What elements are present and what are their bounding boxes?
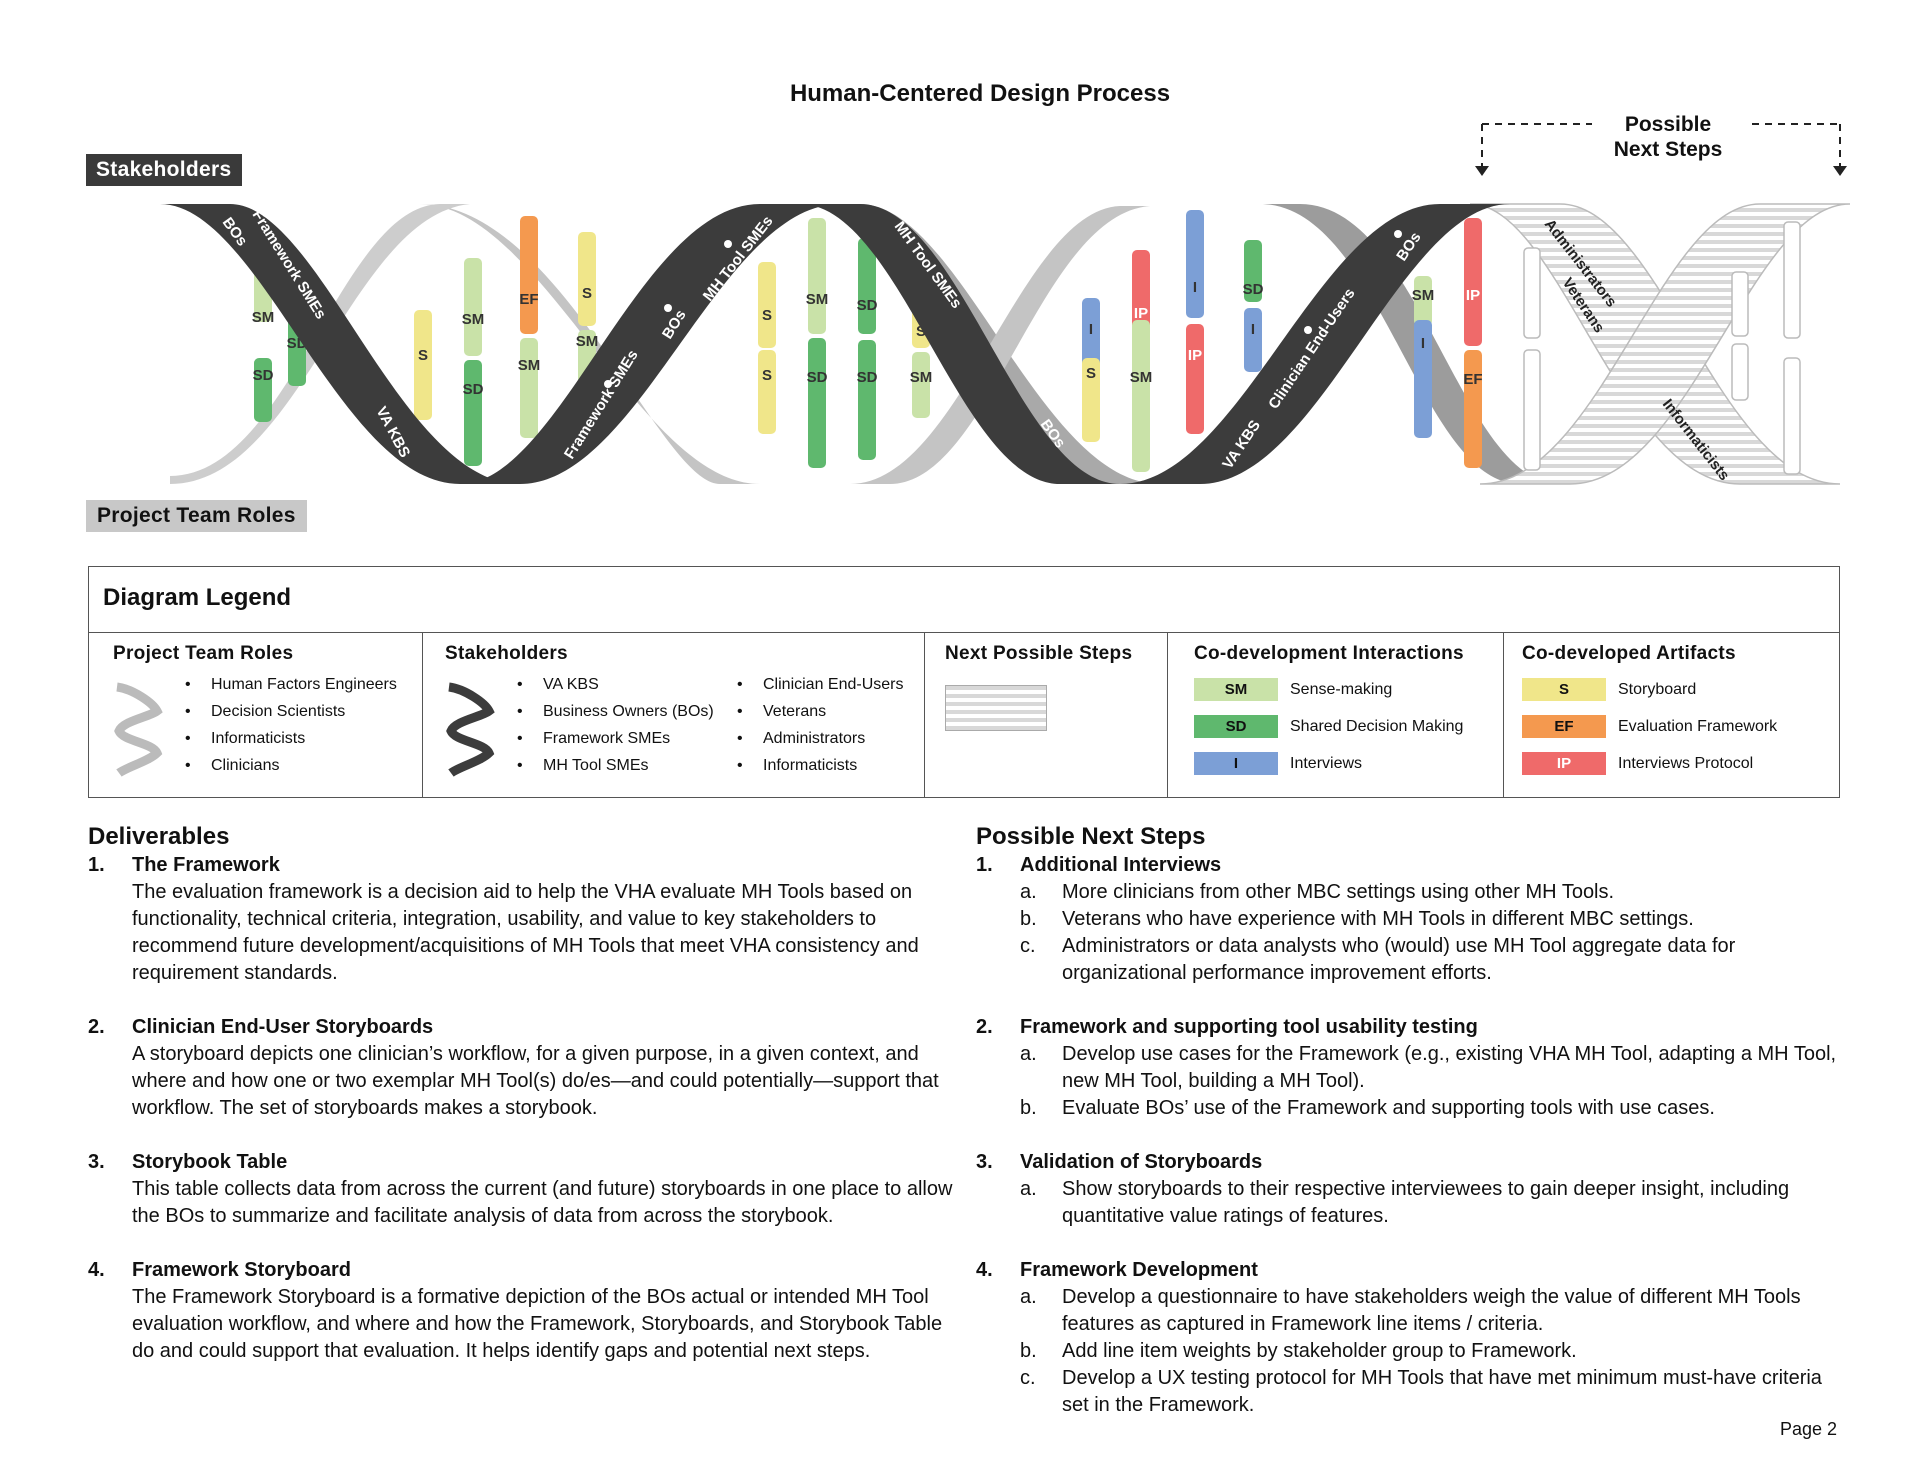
next-steps-bracket [1481,123,1841,168]
svg-text:IP: IP [1134,305,1148,322]
page-number: Page 2 [1780,1419,1838,1439]
svg-text:SM: SM [576,333,599,350]
svg-text:S: S [916,323,926,340]
next-steps-section: Possible Next Steps 1. Additional Interv… [976,822,1840,1446]
dark-strand-front [160,204,1510,484]
legend-title: Diagram Legend [89,567,1839,633]
light-helix-icon [114,682,163,777]
svg-text:SD: SD [857,369,878,386]
possible-next-steps-label: Possible Next Steps [1613,113,1723,161]
dark-helix-icon [446,682,495,777]
svg-text:SM: SM [910,369,933,386]
project-team-roles-tab: Project Team Roles [86,500,307,532]
svg-text:SM: SM [806,291,829,308]
striped-swatch [945,685,1047,731]
svg-text:S: S [1086,365,1096,382]
rungs: SM SD SD S SM SD EF SM S SM S S SM SD SD SD S SM… [252,210,1483,472]
svg-text:EF: EF [519,291,538,308]
svg-text:S: S [762,367,772,384]
svg-text:SM: SM [518,357,541,374]
svg-text:SM: SM [462,311,485,328]
next-step-item: 4. Framework Development a.Develop a que… [976,1259,1822,1416]
svg-text:SD: SD [253,367,274,384]
svg-text:SM: SM [1412,287,1435,304]
deliverables-heading: Deliverables [88,823,230,850]
legend-stakeholders: Stakeholders VA KBS Business Owners (BOs… [423,633,925,797]
next-step-item: 3. Validation of Storyboards a.Show stor… [976,1151,1790,1227]
strand-markers [604,230,1402,388]
svg-text:I: I [1421,335,1425,352]
next-steps-heading: Possible Next Steps [976,823,1206,850]
stakeholders-tab: Stakeholders [86,154,242,186]
svg-text:I: I [1193,279,1197,296]
bracket-arrows [1475,166,1847,176]
next-steps-strand [1469,203,1851,485]
next-step-item: 2. Framework and supporting tool usabili… [976,1016,1837,1119]
svg-text:SD: SD [1243,281,1264,298]
svg-text:IP: IP [1466,287,1480,304]
next-step-item: 1. Additional Interviews a.More clinicia… [976,854,1736,984]
svg-text:IP: IP [1188,347,1202,364]
legend-next-possible-steps: Next Possible Steps [925,633,1168,797]
svg-text:SD: SD [807,369,828,386]
dna-helix-diagram: SM SD SD S SM SD EF SM S SM S S SM SD SD SD S SM… [160,123,1851,485]
svg-text:SM: SM [1130,369,1153,386]
svg-text:S: S [582,285,592,302]
svg-text:EF: EF [1463,371,1482,388]
svg-text:SM: SM [252,309,275,326]
svg-text:SD: SD [463,381,484,398]
page-title: Human-Centered Design Process [789,80,1171,107]
svg-text:I: I [1251,321,1255,338]
legend-team-roles: Project Team Roles Human Factors Enginee… [89,633,423,797]
svg-text:S: S [762,307,772,324]
svg-text:SD: SD [857,297,878,314]
svg-text:I: I [1089,321,1093,338]
svg-text:S: S [418,347,428,364]
diagram-legend: Diagram Legend Project Team Roles Human … [88,566,1840,798]
